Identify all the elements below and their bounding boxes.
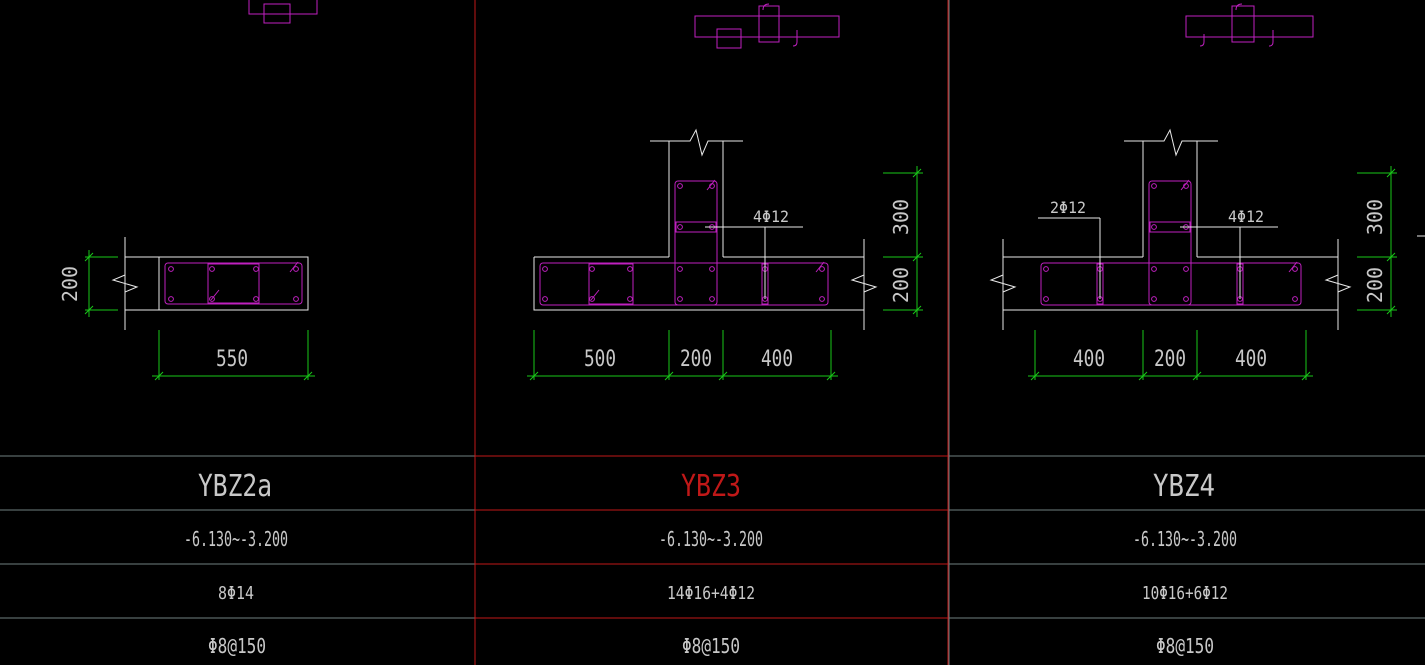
dim-left-ybz4: 400	[1073, 347, 1105, 372]
dim-web-height-ybz3: 300	[889, 199, 913, 235]
column-name-ybz2a[interactable]: YBZ2a	[198, 469, 272, 504]
dim-width-ybz2a: 550	[216, 347, 248, 372]
dim-flange-height-ybz3: 200	[889, 267, 913, 303]
top-detail-ybz3	[694, 3, 840, 49]
elevation-ybz4: -6.130~-3.200	[1133, 527, 1237, 551]
rebar-ybz2a	[164, 261, 303, 305]
callout-ybz4-2: 4Φ12	[1228, 207, 1264, 226]
dim-height-ybz2a: 200	[58, 266, 82, 302]
stirrup-ybz3: Φ8@150	[682, 634, 740, 658]
outline-ybz2a	[111, 237, 309, 330]
schedule-row-longitudinal: 8Φ14 14Φ16+4Φ12 10Φ16+6Φ12	[218, 583, 1228, 604]
stirrup-ybz4: Φ8@150	[1156, 634, 1214, 658]
dim-mid-ybz3: 200	[680, 347, 712, 372]
leader-ybz3	[705, 226, 803, 299]
top-detail-ybz2a	[248, 0, 318, 24]
longitudinal-ybz3: 14Φ16+4Φ12	[667, 583, 755, 604]
dim-right-ybz4: 400	[1235, 347, 1267, 372]
dim-flange-height-ybz4: 200	[1363, 267, 1387, 303]
column-name-ybz3[interactable]: YBZ3	[681, 469, 741, 504]
dim-right-ybz3: 400	[761, 347, 793, 372]
elevation-ybz2a: -6.130~-3.200	[184, 527, 288, 551]
dims-ybz4	[1028, 166, 1397, 381]
longitudinal-ybz4: 10Φ16+6Φ12	[1142, 583, 1228, 604]
top-detail-ybz4	[1185, 3, 1314, 47]
dims-ybz2a	[84, 250, 315, 381]
rebar-ybz3	[539, 179, 829, 306]
section-ybz4[interactable]: 2Φ12 4Φ12 400 200 400 300 200	[989, 3, 1397, 381]
callout-ybz3-1: 4Φ12	[753, 207, 789, 226]
dim-left-ybz3: 500	[584, 347, 616, 372]
elevation-ybz3: -6.130~-3.200	[659, 527, 763, 551]
schedule-row-elevation: -6.130~-3.200 -6.130~-3.200 -6.130~-3.20…	[184, 527, 1237, 551]
dim-mid-ybz4: 200	[1154, 347, 1186, 372]
selected-column-frame[interactable]	[474, 0, 949, 665]
longitudinal-ybz2a: 8Φ14	[218, 583, 254, 604]
dims-ybz3	[527, 166, 923, 381]
dim-web-height-ybz4: 300	[1363, 199, 1387, 235]
outline-ybz3	[533, 128, 878, 330]
schedule-row-name: YBZ2a YBZ3 YBZ4	[198, 469, 1215, 504]
leaders-ybz4	[1038, 217, 1278, 299]
column-name-ybz4[interactable]: YBZ4	[1153, 469, 1215, 504]
section-ybz3[interactable]: 4Φ12 500 200 400 300 200	[527, 3, 923, 381]
stirrup-ybz2a: Φ8@150	[208, 634, 266, 658]
callout-ybz4-1: 2Φ12	[1050, 198, 1086, 217]
outline-ybz4	[989, 128, 1352, 330]
section-ybz2a[interactable]: 550 200	[58, 0, 318, 381]
schedule-row-stirrup: Φ8@150 Φ8@150 Φ8@150	[208, 634, 1214, 658]
